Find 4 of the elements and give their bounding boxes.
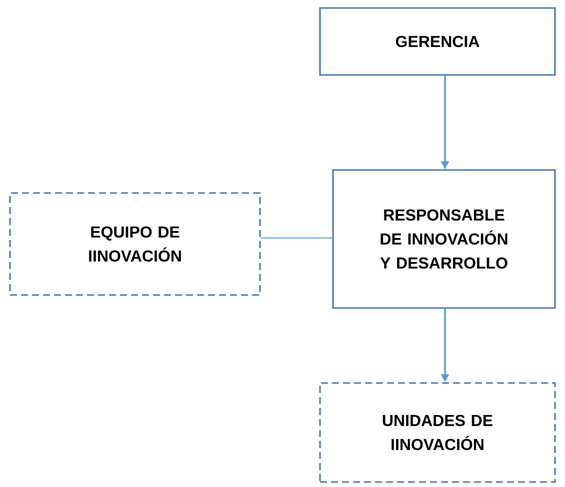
process-box: GERENCIA bbox=[319, 7, 556, 76]
process-box: RESPONSABLE DE INNOVACIÓN Y DESARROLLO bbox=[332, 169, 556, 309]
dashed-box: EQUIPO DE IINOVACIÓN bbox=[9, 192, 261, 296]
dashed-box: UNIDADES DE IINOVACIÓN bbox=[319, 382, 556, 483]
